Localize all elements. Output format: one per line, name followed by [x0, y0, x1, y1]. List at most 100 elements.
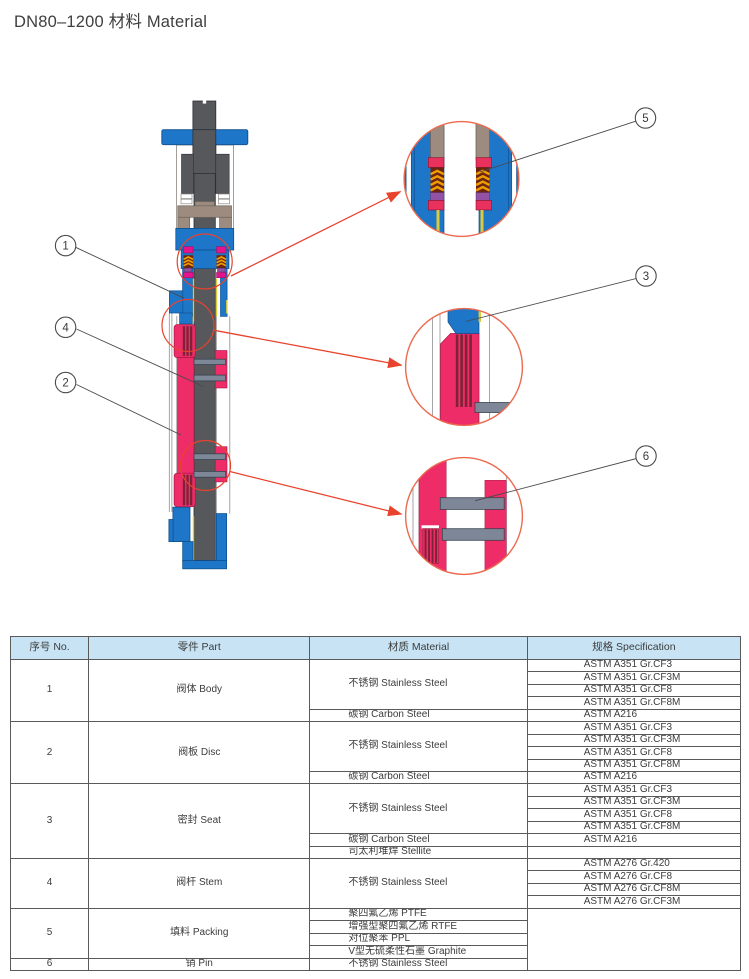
table-row: ASTM A351 Gr.CF8 [11, 683, 742, 698]
table-row: 6 销 Pin 不锈钢 Stainless Steel [9, 957, 741, 971]
cell-spec: ASTM A351 Gr.CF3M [526, 733, 742, 748]
cell-spec: ASTM A351 Gr.CF8M [526, 820, 742, 835]
cell-spec: ASTM A351 Gr.CF8 [526, 808, 742, 822]
table-row: 4 阀杆 Stem 不锈钢 Stainless Steel ASTM A276 … [9, 857, 742, 909]
cell-spec: ASTM A351 Gr.CF8M [526, 696, 742, 710]
cell-material: 不锈钢 Stainless Steel [309, 783, 528, 835]
cell-no: 4 [9, 858, 90, 909]
table-row: 增强型聚四氟乙烯 RTFE [11, 920, 741, 934]
cell-spec-empty [526, 845, 742, 860]
callout-leader-lines [75, 120, 637, 502]
table-row: ASTM A351 Gr.CF8 [11, 746, 742, 760]
cell-spec: ASTM A216 [526, 833, 742, 847]
cell-no: 5 [9, 907, 90, 959]
cell-spec: ASTM A351 Gr.CF3M [526, 795, 742, 810]
table-row: 5 填料 Packing 聚四氟乙烯 PTFE [9, 907, 742, 971]
cell-no: 1 [9, 658, 90, 723]
cell-no: 2 [9, 721, 90, 785]
stem-over-flange [192, 129, 217, 174]
cell-material: 对位聚苯 PPL [309, 932, 528, 947]
packing-stack [183, 246, 227, 279]
stem-nuts [180, 193, 230, 205]
callout-1-label: 1 [62, 241, 68, 253]
detail-view-pins [405, 457, 523, 575]
callout-5: 5 [634, 107, 657, 129]
cell-no: 3 [9, 783, 90, 859]
cell-material: 碳钢 Carbon Steel [309, 708, 528, 723]
cell-part: 密封 Seat [88, 783, 311, 859]
cell-material: 不锈钢 Stainless Steel [309, 858, 528, 909]
callout-3: 3 [635, 265, 657, 287]
callout-4: 4 [54, 316, 77, 339]
detail-view-seat [405, 308, 523, 426]
table-row: ASTM A351 Gr.CF3M [11, 733, 742, 748]
cell-part: 销 Pin [88, 957, 311, 971]
table-row: ASTM A351 Gr.CF8 [11, 808, 742, 822]
table-row: V型无硫柔性石墨 Graphite [11, 945, 741, 959]
table-row: 碳钢 Carbon Steel ASTM A216 [11, 833, 742, 847]
zoom-source-circles [161, 233, 233, 492]
cell-material: 不锈钢 Stainless Steel [309, 957, 528, 971]
cell-material: V型无硫柔性石墨 Graphite [309, 945, 528, 959]
cell-spec: ASTM A351 Gr.CF3 [526, 783, 742, 797]
page-title: DN80–1200 材料 Material [14, 13, 208, 31]
table-row: 碳钢 Carbon Steel ASTM A216 [11, 708, 742, 723]
callout-5-label: 5 [642, 113, 648, 125]
cell-spec: ASTM A216 [526, 770, 742, 785]
cell-spec: ASTM A351 Gr.CF3M [526, 671, 742, 685]
cell-material: 不锈钢 Stainless Steel [309, 721, 528, 772]
table-row: 3 密封 Seat 不锈钢 Stainless Steel ASTM A351 … [9, 783, 742, 859]
table-row: 碳钢 Carbon Steel ASTM A216 [11, 770, 742, 785]
gland-leg-left [177, 216, 191, 230]
valve-assembly [161, 100, 249, 570]
table-row: ASTM A351 Gr.CF8M [11, 820, 742, 835]
callout-4-label: 4 [62, 322, 69, 334]
yoke-block-right [215, 153, 230, 194]
guide-block-upper [214, 350, 228, 389]
cell-material: 碳钢 Carbon Steel [309, 770, 528, 785]
gland-bar [177, 205, 232, 218]
cell-spec: ASTM A351 Gr.CF3 [526, 658, 742, 673]
table-row: 1 阀体 Body 不锈钢 Stainless Steel ASTM A351 … [9, 658, 742, 723]
disc-slab [177, 357, 195, 474]
callout-3-label: 3 [643, 271, 649, 283]
cell-spec: ASTM A216 [526, 708, 742, 723]
callout-balloons: 1 4 2 5 3 6 [54, 107, 657, 467]
cell-spec: ASTM A351 Gr.CF3 [526, 721, 742, 735]
cell-no: 6 [9, 957, 90, 971]
table-header-row: 序号 No. 零件 Part 材质 Material 规格 Specificat… [9, 636, 742, 660]
table-row: ASTM A351 Gr.CF8M [11, 696, 742, 710]
table-row: ASTM A276 Gr.CF8 [11, 870, 742, 884]
header-material: 材质 Material [309, 636, 528, 660]
table-row: 司太利堆焊 Stellite [11, 845, 742, 860]
header-specification: 规格 Specification [526, 636, 742, 660]
table-row: ASTM A351 Gr.CF8M [11, 758, 742, 772]
cell-material: 增强型聚四氟乙烯 RTFE [309, 920, 528, 934]
cell-spec-empty [526, 907, 742, 971]
disc-pins [193, 358, 227, 478]
table-row: ASTM A276 Gr.CF3M [11, 895, 742, 909]
table-row: ASTM A351 Gr.CF3M [11, 795, 742, 810]
table-row: 2 阀板 Disc 不锈钢 Stainless Steel ASTM A351 … [9, 721, 742, 785]
stem-notch [202, 100, 207, 104]
cell-part: 阀体 Body [88, 658, 311, 723]
materials-table: 序号 No. 零件 Part 材质 Material 规格 Specificat… [9, 636, 742, 971]
header-no: 序号 No. [9, 636, 90, 660]
bottom-flange [168, 506, 228, 570]
cell-spec: ASTM A351 Gr.CF8 [526, 746, 742, 760]
zoom-arrows [213, 191, 403, 517]
cell-spec: ASTM A351 Gr.CF8M [526, 758, 742, 772]
seat-upper-stripes [182, 326, 193, 356]
cell-material: 司太利堆焊 Stellite [309, 845, 528, 860]
callout-6-label: 6 [643, 451, 649, 463]
seat-lower-stripes [182, 474, 193, 506]
callout-6: 6 [635, 445, 657, 467]
cell-material: 不锈钢 Stainless Steel [309, 659, 528, 710]
cell-spec: ASTM A351 Gr.CF8 [526, 683, 742, 698]
cell-spec: ASTM A276 Gr.CF3M [526, 895, 742, 909]
body-tooth-left [179, 312, 193, 325]
header-part: 零件 Part [88, 636, 311, 660]
cell-part: 填料 Packing [88, 907, 311, 959]
callout-2-label: 2 [62, 378, 68, 390]
